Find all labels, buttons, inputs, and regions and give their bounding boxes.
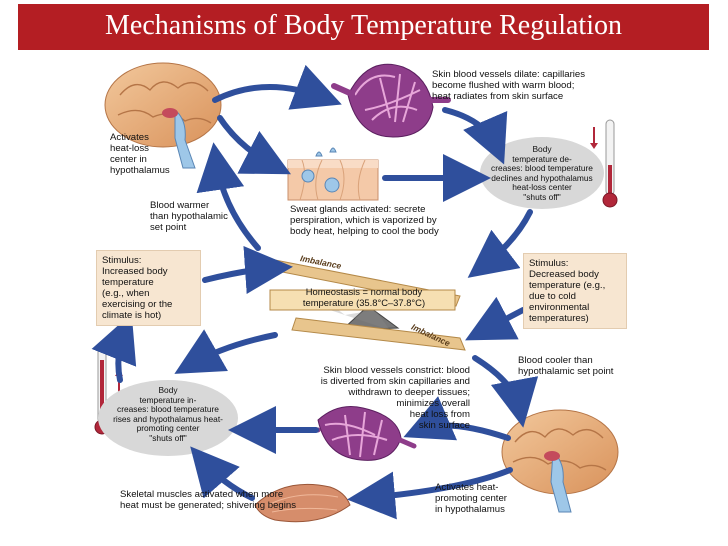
label-body-temp-increases: Body temperature in- creases: blood temp… (113, 385, 223, 443)
arrow-brain-to-sweat (217, 115, 292, 175)
dilated-vessels-icon (331, 63, 451, 138)
label-activates-heat-loss: Activates heat-loss center in hypothalam… (110, 132, 170, 176)
arrow-dilate-to-oval (442, 107, 508, 165)
label-blood-warmer: Blood warmer than hypothalamic set point (150, 200, 228, 233)
seesaw-icon (269, 259, 466, 351)
box-stimulus-increased: Stimulus: Increased body temperature (e.… (96, 250, 201, 326)
arrow-oval-to-stimulus (91, 313, 137, 383)
arrow-stimulus-inc-to-seesaw (202, 246, 293, 294)
oval-temp-increases (98, 380, 238, 456)
label-activates-heat-promoting: Activates heat- promoting center in hypo… (435, 482, 507, 515)
title-bar: Mechanisms of Body Temperature Regulatio… (18, 4, 709, 50)
arrow-brain-to-dilate (212, 64, 342, 110)
label-sweat-glands: Sweat glands activated: secrete perspira… (290, 204, 439, 237)
arrow-brain-to-constrict (403, 396, 511, 441)
label-skeletal-muscles: Skeletal muscles activated when more hea… (120, 489, 296, 511)
arrow-stimulus-dec-to-seesaw (465, 296, 526, 341)
slide-title: Mechanisms of Body Temperature Regulatio… (105, 10, 622, 41)
brain-bottom-right-icon (501, 409, 619, 513)
arrow-seesaw-to-left (174, 329, 278, 374)
label-homeostasis: Homeostasis = normal body temperature (3… (302, 286, 426, 308)
arrow-muscle-to-oval (190, 446, 255, 501)
label-skin-constrict: Skin blood vessels constrict: blood is d… (320, 365, 470, 431)
label-blood-cooler: Blood cooler than hypothalamic set point (518, 355, 614, 377)
arrow-brain-to-muscle (347, 467, 513, 520)
arrow-blood-warmer-up (196, 142, 261, 251)
box-stimulus-decreased: Stimulus: Decreased body temperature (e.… (523, 253, 627, 329)
sweat-gland-skin-icon (287, 147, 379, 201)
arrow-oval-to-seesaw (467, 209, 533, 278)
thermometer-cold-icon (590, 119, 618, 208)
oval-temp-decreases (480, 137, 604, 209)
brain-top-left-icon (104, 62, 222, 169)
arrow-imbalance-to-cooler (472, 355, 539, 428)
label-body-temp-decreases: Body temperature de- creases: blood temp… (491, 144, 593, 202)
label-skin-dilate: Skin blood vessels dilate: capillaries b… (432, 69, 586, 102)
